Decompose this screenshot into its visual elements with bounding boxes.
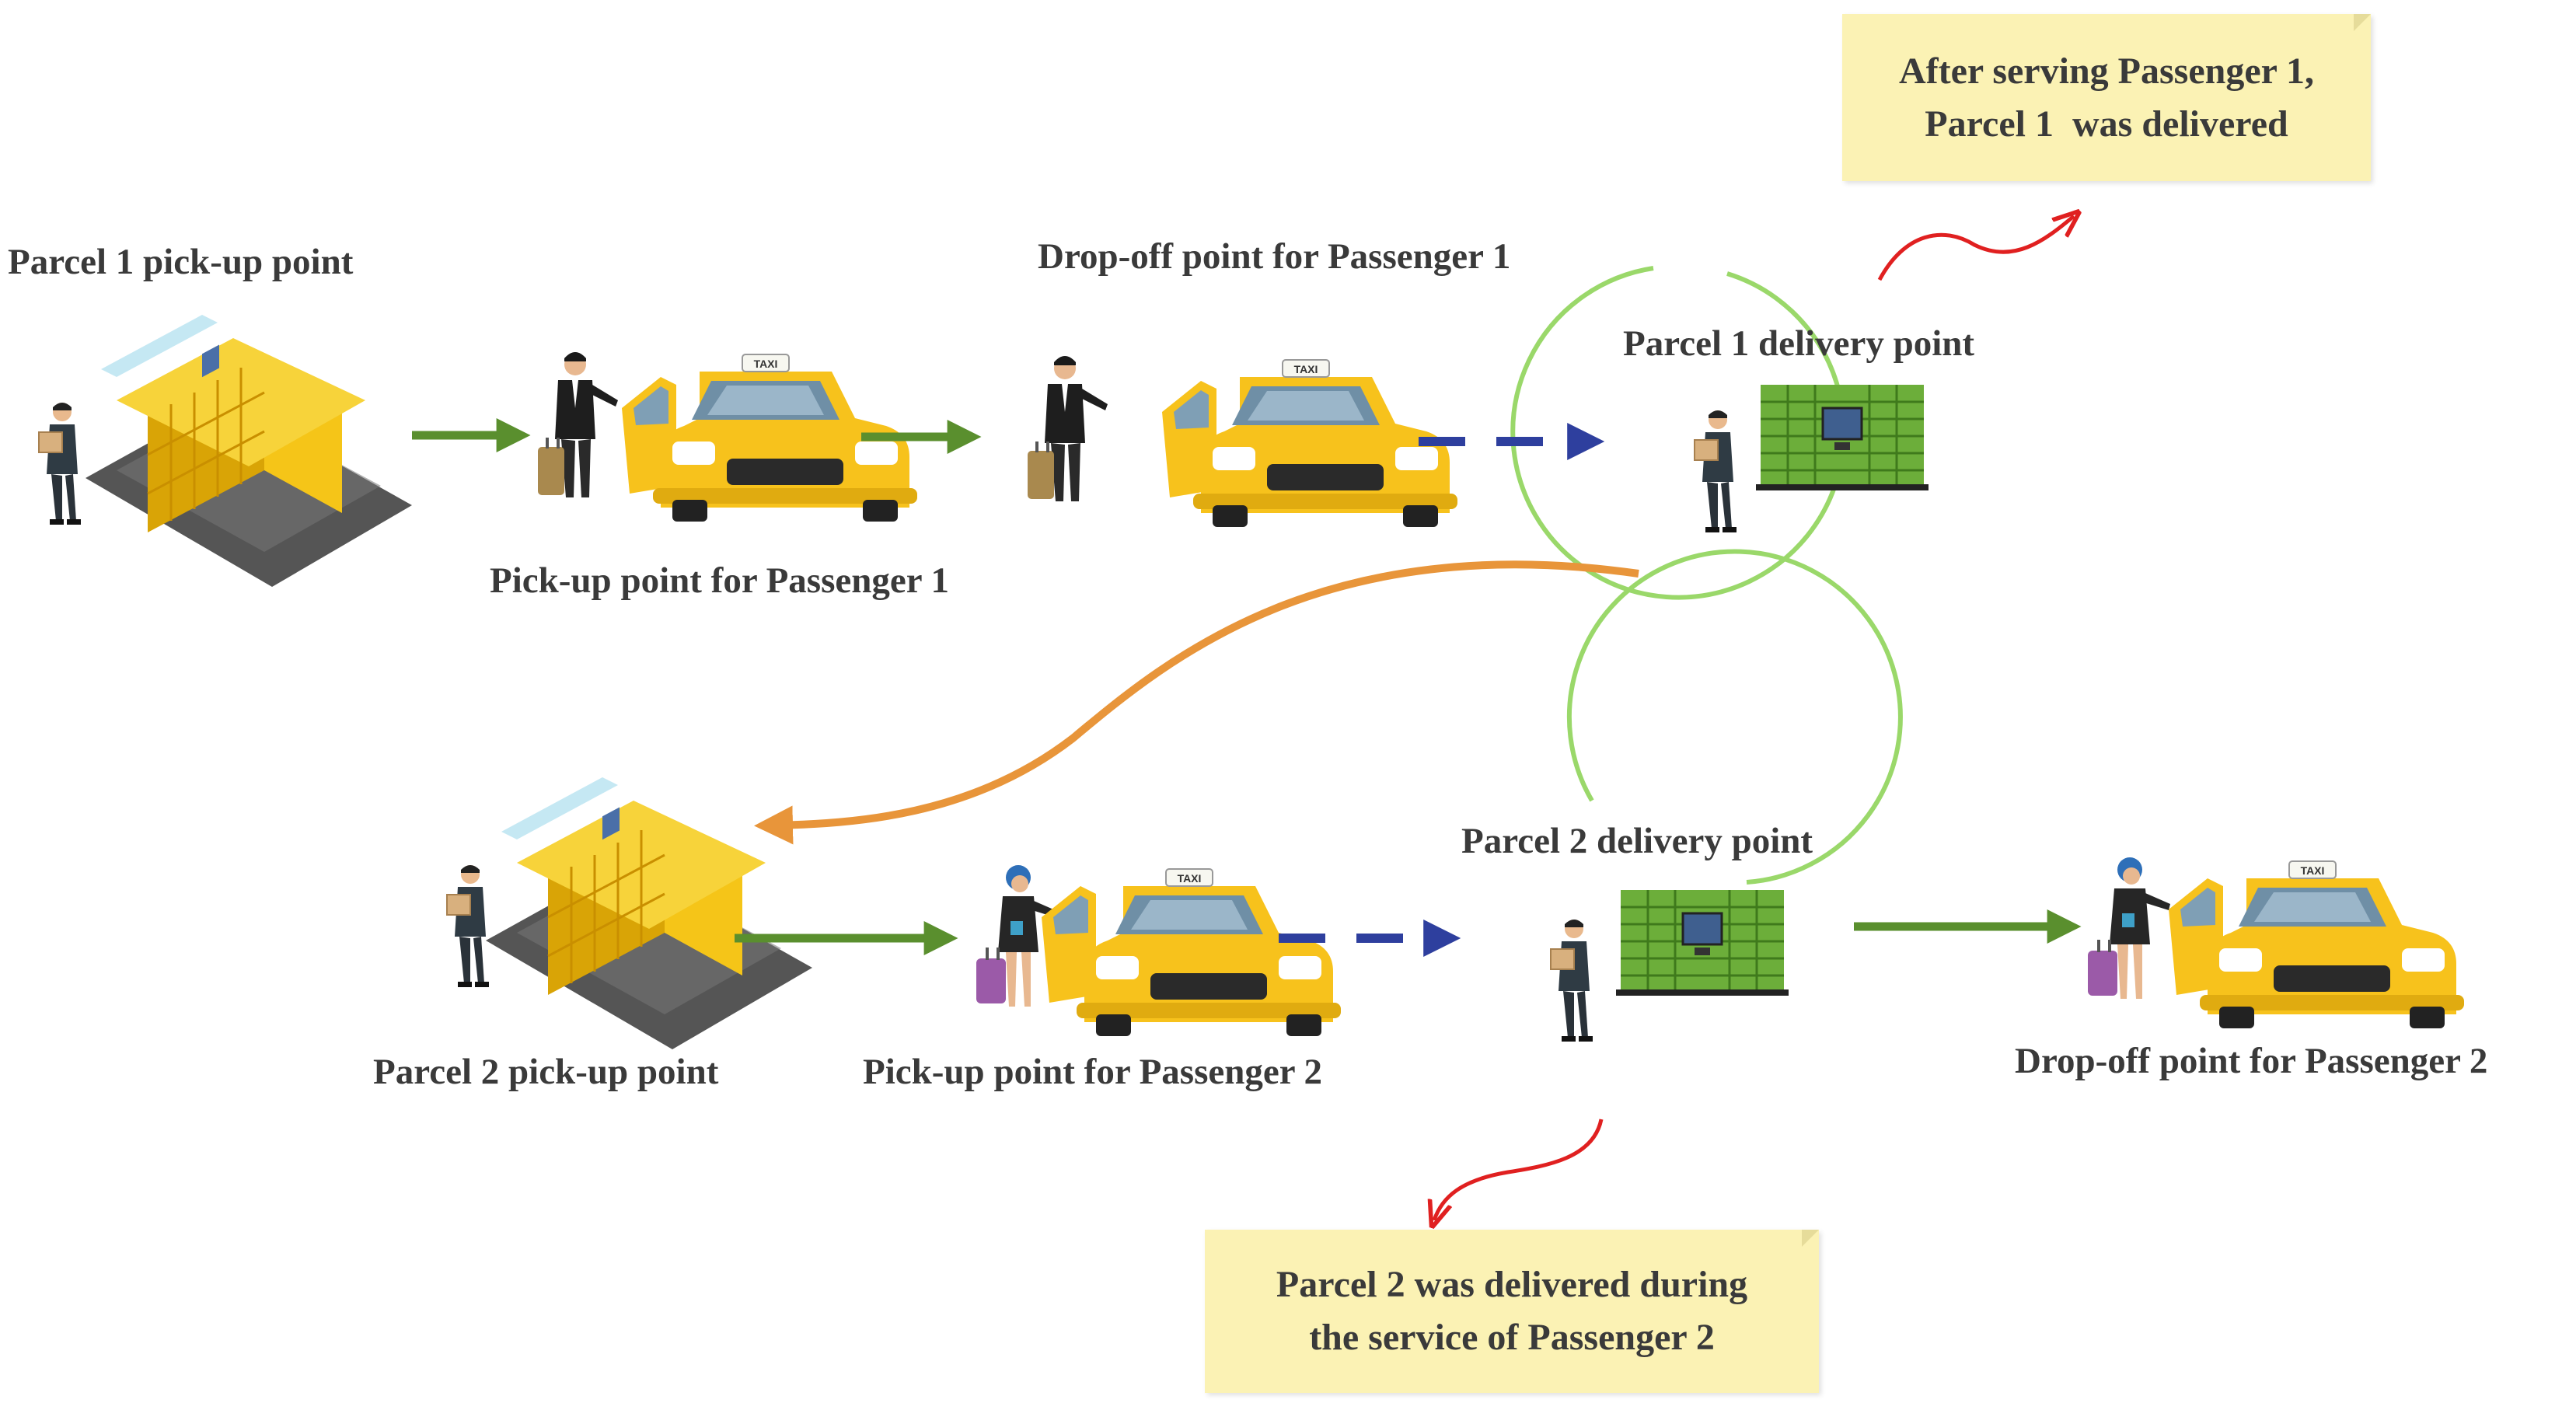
- note-parcel2-delivered: Parcel 2 was delivered during the servic…: [1205, 1230, 1819, 1393]
- label-dropoff-p2: Drop-off point for Passenger 2: [2015, 1041, 2488, 1081]
- courier-icon: [446, 864, 490, 988]
- note-bottom-line-1: Parcel 2 was delivered during: [1276, 1264, 1748, 1305]
- parcel-locker-icon: [484, 776, 814, 1051]
- courier-icon: [1550, 919, 1593, 1042]
- arc-parcel1-delivery-to-parcel2-pickup: [754, 560, 1639, 845]
- label-dropoff-p1: Drop-off point for Passenger 1: [1038, 236, 1511, 277]
- passenger-woman-icon: [2088, 857, 2170, 999]
- note-parcel1-delivered: After serving Passenger 1, Parcel 1 was …: [1842, 14, 2371, 181]
- parcel-locker-icon: [84, 313, 414, 588]
- label-parcel2-pickup: Parcel 2 pick-up point: [373, 1052, 719, 1092]
- taxi-icon: [1192, 359, 1458, 528]
- delivery-locker-icon: [1614, 888, 1790, 997]
- label-parcel1-delivery: Parcel 1 delivery point: [1623, 323, 1975, 364]
- label-parcel1-pickup: Parcel 1 pick-up point: [8, 242, 354, 282]
- delivery-locker-icon: [1754, 383, 1930, 492]
- parcel2-delivery-circle: [1566, 549, 1903, 885]
- note-bottom-line-2: the service of Passenger 2: [1309, 1317, 1715, 1358]
- note-top-line-1: After serving Passenger 1,: [1898, 50, 2315, 92]
- taxi-icon: [2199, 860, 2465, 1029]
- callout-arrow-top: [1877, 216, 2074, 281]
- label-pickup-p1: Pick-up point for Passenger 1: [490, 560, 950, 601]
- note-top-line-2: Parcel 1 was delivered: [1925, 103, 2288, 145]
- courier-icon: [1694, 410, 1737, 533]
- callout-arrow-bottom: [1434, 1119, 1604, 1220]
- taxi-icon: [1076, 868, 1342, 1037]
- passenger-man-icon: [538, 352, 618, 497]
- label-pickup-p2: Pick-up point for Passenger 2: [863, 1052, 1323, 1092]
- label-parcel2-delivery: Parcel 2 delivery point: [1461, 821, 1813, 861]
- courier-icon: [38, 402, 82, 525]
- passenger-man-icon: [1028, 356, 1108, 501]
- parcel1-delivery-circle: [1510, 266, 1847, 600]
